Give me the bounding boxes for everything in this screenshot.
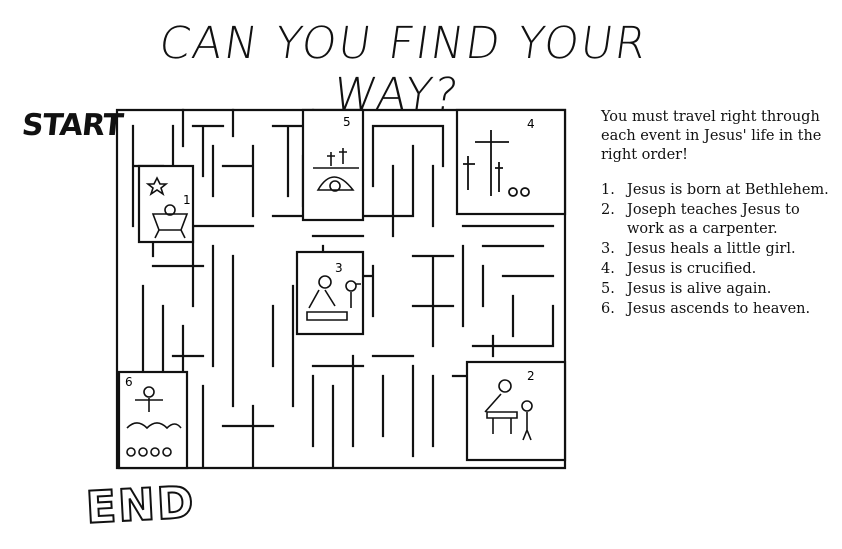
- page-title: CAN YOU FIND YOUR WAY?: [156, 18, 652, 120]
- healing-icon: [306, 275, 361, 321]
- maze[interactable]: 1 5 4 3 2 6: [113, 106, 569, 472]
- box-scene-2: [465, 360, 567, 462]
- ascension-icon: [126, 386, 182, 457]
- box-scene-1: [137, 164, 195, 244]
- item-number: 3.: [601, 241, 615, 257]
- item-text: Jesus is crucified.: [627, 261, 757, 277]
- item-number: 4.: [601, 261, 615, 277]
- list-item: 3. Jesus heals a little girl.: [601, 240, 831, 259]
- item-number: 2.: [601, 202, 615, 218]
- scene-number-2: 2: [527, 369, 535, 383]
- event-list: 1. Jesus is born at Bethlehem. 2. Joseph t…: [601, 181, 831, 319]
- box-scene-3: [295, 250, 365, 336]
- carpenter-icon: [484, 379, 533, 441]
- scene-number-3: 3: [335, 261, 343, 275]
- end-label: END: [84, 476, 198, 535]
- list-item: 2. Joseph teaches Jesus to work as a carp…: [601, 201, 831, 239]
- scene-number-1: 1: [183, 193, 191, 207]
- list-item: 1. Jesus is born at Bethlehem.: [601, 181, 831, 200]
- start-label: START: [20, 108, 125, 143]
- item-number: 1.: [601, 182, 615, 198]
- item-text: Jesus is alive again.: [627, 281, 772, 297]
- intro-text: You must travel right through each event…: [601, 109, 822, 163]
- list-item: 4. Jesus is crucified.: [601, 260, 831, 279]
- item-number: 5.: [601, 281, 615, 297]
- instructions: You must travel right through each event…: [601, 108, 831, 320]
- item-text: Jesus heals a little girl.: [627, 241, 796, 257]
- scene-number-5: 5: [343, 115, 351, 129]
- item-text: Jesus ascends to heaven.: [627, 301, 811, 317]
- scene-number-6: 6: [125, 375, 133, 389]
- list-item: 5. Jesus is alive again.: [601, 280, 831, 299]
- list-item: 6. Jesus ascends to heaven.: [601, 300, 831, 319]
- manger-icon: [145, 176, 189, 239]
- item-text: Jesus is born at Bethlehem.: [627, 182, 829, 198]
- scene-number-4: 4: [527, 117, 535, 131]
- item-text: Joseph teaches Jesus to work as a carpen…: [627, 202, 800, 237]
- maze-border: [115, 108, 567, 470]
- empty-tomb-icon: [313, 148, 359, 192]
- box-scene-5: [301, 108, 365, 222]
- cross-icon: [463, 130, 530, 197]
- box-scene-4: [455, 108, 567, 216]
- item-number: 6.: [601, 301, 615, 317]
